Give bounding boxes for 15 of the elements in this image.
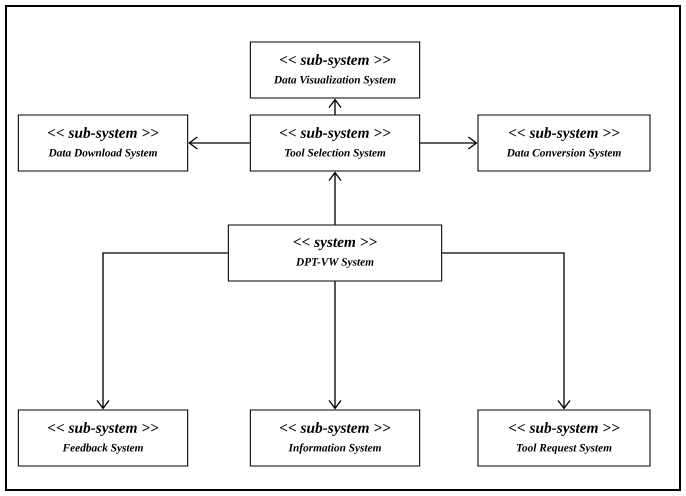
arrow (328, 98, 342, 114)
subsystem-box: << sub-system >> Data Visualization System (250, 41, 420, 99)
system-box: << system >> DPT-VW System (228, 224, 442, 282)
subsystem-box: << sub-system >> Tool Request System (477, 409, 651, 467)
arrow (328, 282, 342, 410)
subsystem-box: << sub-system >> Feedback System (18, 409, 188, 467)
arrow (96, 252, 228, 410)
subsystem-box: << sub-system >> Data Download System (18, 114, 188, 172)
subsystem-box: << sub-system >> Information System (250, 409, 420, 467)
subsystem-box: << sub-system >> Tool Selection System (250, 114, 420, 172)
arrow (442, 252, 571, 410)
subsystem-box: << sub-system >> Data Conversion System (477, 114, 651, 172)
arrow (420, 136, 478, 150)
arrow (328, 172, 342, 224)
arrow (188, 136, 250, 150)
